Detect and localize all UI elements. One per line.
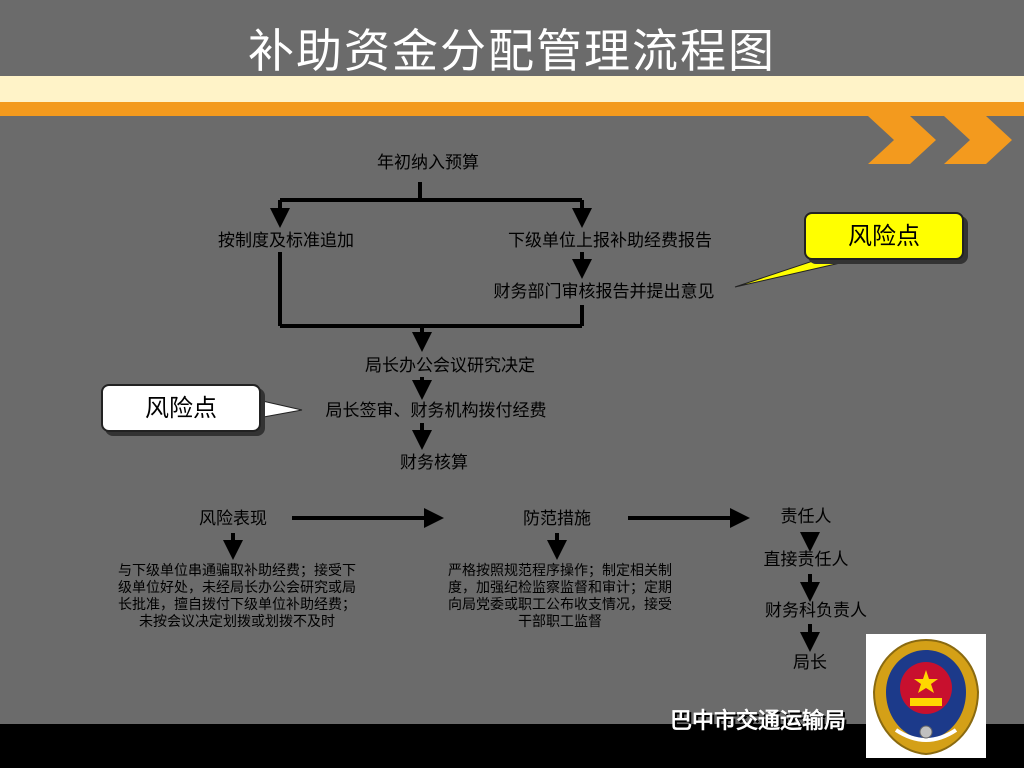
measure-header: 防范措施: [523, 509, 591, 529]
node-review: 财务部门审核报告并提出意见: [493, 282, 715, 302]
node-right-branch: 下级单位上报补助经费报告: [508, 231, 712, 251]
risk-header: 风险表现: [199, 509, 267, 529]
node-start: 年初纳入预算: [377, 153, 479, 173]
node-decision: 局长办公会议研究决定: [365, 356, 535, 376]
responsible-header: 责任人: [780, 507, 832, 527]
node-left-branch: 按制度及标准追加: [218, 231, 354, 251]
responsible-item-direct: 直接责任人: [763, 550, 849, 570]
footer-bar: [0, 724, 1024, 768]
node-accounting: 财务核算: [400, 453, 468, 473]
risk-callout-left: 风险点: [101, 384, 261, 432]
police-emblem-icon: [866, 634, 986, 758]
header-band-orange: [0, 102, 1024, 116]
page-title: 补助资金分配管理流程图: [248, 24, 776, 78]
risk-callout-right: 风险点: [804, 212, 964, 260]
responsible-item-director: 局长: [793, 653, 827, 673]
chevron-arrows-icon: [868, 116, 1012, 164]
measure-description: 严格按照规范程序操作；制定相关制度，加强纪检监察监督和审计；定期向局党委或职工公…: [448, 563, 672, 630]
risk-description: 与下级单位串通骗取补助经费；接受下级单位好处，未经局长办公会研究或局长批准，擅自…: [118, 563, 356, 630]
responsible-item-finance-head: 财务科负责人: [765, 601, 867, 621]
header-band-cream: [0, 76, 1024, 102]
node-approve: 局长签审、财务机构拨付经费: [325, 401, 547, 421]
organization-name: 巴中市交通运输局: [670, 709, 847, 734]
